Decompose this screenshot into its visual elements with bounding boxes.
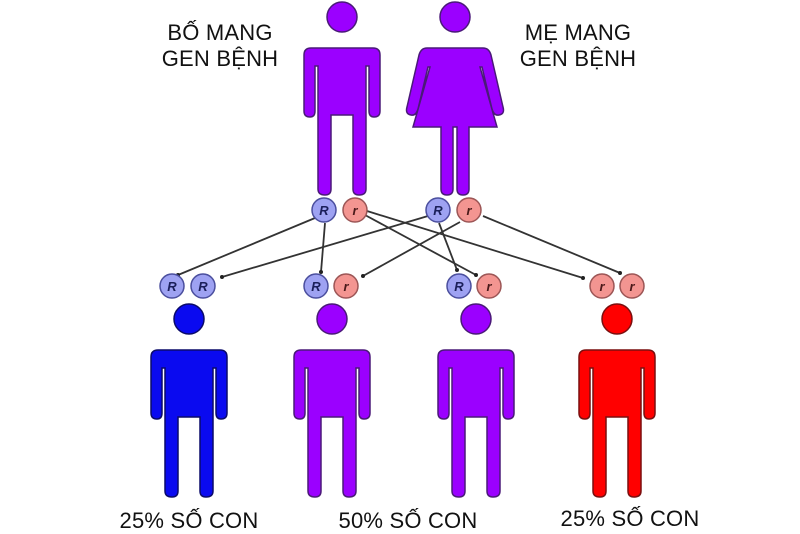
child3-alleles: R r xyxy=(446,273,502,299)
father-label-line1: BỐ MANG xyxy=(167,20,273,45)
svg-text:r: r xyxy=(466,203,472,218)
mother-alleles: R r xyxy=(425,197,482,223)
svg-text:r: r xyxy=(343,279,349,294)
arrow-mother-r-to-child4 xyxy=(482,215,622,275)
svg-text:R: R xyxy=(311,279,321,294)
child4-alleles: r r xyxy=(589,273,645,299)
child1-alleles: R R xyxy=(159,273,216,299)
svg-text:r: r xyxy=(629,279,635,294)
arrow-father-r-to-child3 xyxy=(364,214,478,277)
child3-carrier-figure xyxy=(437,303,515,498)
child4-percentage-label: 25% SỐ CON xyxy=(560,506,700,531)
allele-R: R xyxy=(311,197,337,223)
svg-text:R: R xyxy=(198,279,208,294)
inheritance-arrows xyxy=(176,210,622,280)
svg-text:R: R xyxy=(319,203,329,218)
arrow-father-r-to-child4 xyxy=(366,210,585,280)
arrow-father-R-to-child1 xyxy=(176,217,316,277)
svg-text:r: r xyxy=(599,279,605,294)
child4-affected-figure xyxy=(578,303,656,498)
father-label-line2: GEN BỆNH xyxy=(161,46,279,71)
arrow-mother-R-to-child1 xyxy=(220,215,429,279)
father-alleles: R r xyxy=(311,197,368,223)
svg-text:r: r xyxy=(486,279,492,294)
svg-text:R: R xyxy=(167,279,177,294)
arrow-mother-r-to-child2 xyxy=(361,221,461,278)
child2-alleles: R r xyxy=(303,273,359,299)
child1-percentage-label: 25% SỐ CON xyxy=(119,508,259,533)
arrow-mother-R-to-child3 xyxy=(438,222,459,272)
mother-label-line1: MẸ MANG xyxy=(524,20,632,45)
allele-r: r xyxy=(456,197,482,223)
child1-healthy-figure xyxy=(150,303,228,498)
carrier-percentage-label: 50% SỐ CON xyxy=(338,508,478,533)
svg-text:r: r xyxy=(352,203,358,218)
svg-text:R: R xyxy=(454,279,464,294)
father-figure xyxy=(303,1,381,196)
mother-figure xyxy=(405,1,505,196)
allele-R: R xyxy=(425,197,451,223)
mother-label-line2: GEN BỆNH xyxy=(519,46,637,71)
father-label: BỐ MANG GEN BỆNH xyxy=(140,20,300,72)
mother-label: MẸ MANG GEN BỆNH xyxy=(498,20,658,72)
svg-text:R: R xyxy=(433,203,443,218)
allele-r: r xyxy=(342,197,368,223)
child2-carrier-figure xyxy=(293,303,371,498)
